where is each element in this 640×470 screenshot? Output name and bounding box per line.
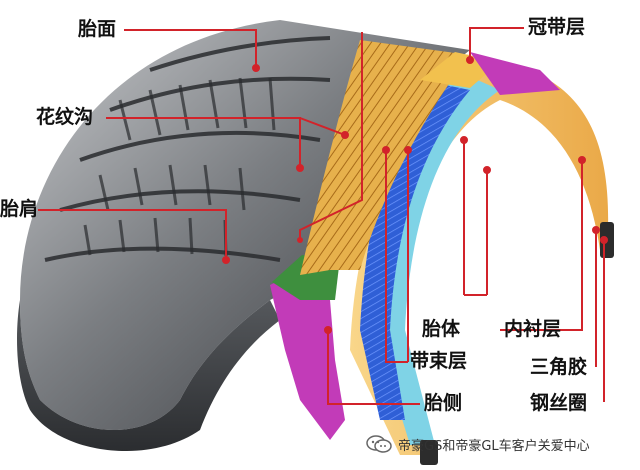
label-tread: 胎面: [78, 18, 117, 40]
label-sidewall: 胎侧: [424, 392, 463, 414]
leader-lines: [38, 27, 608, 405]
bead-bottom: [420, 440, 438, 465]
label-shoulder: 胎肩: [0, 198, 39, 220]
top-magenta-cap: [470, 52, 560, 95]
leader-belt: [385, 150, 400, 363]
label-bead-wire: 钢丝圈: [530, 392, 588, 414]
leader-cap-ply: [469, 27, 524, 60]
sidewall-section: [270, 270, 345, 440]
leader-shoulder: [38, 209, 227, 260]
label-cap-ply: 冠带层: [528, 16, 586, 38]
label-tread-groove: 花纹沟: [36, 106, 94, 128]
label-belt: 带束层: [410, 350, 468, 372]
leader-groove-2: [299, 117, 346, 136]
watermark-text: 帝豪GS和帝豪GL车客户关爱中心: [398, 438, 590, 454]
tread-pattern: [44, 36, 331, 262]
leader-tread-dot: [252, 64, 260, 72]
label-apex: 三角胶: [530, 356, 588, 378]
leader-inner-liner: [500, 160, 583, 331]
leader-tread: [124, 29, 257, 68]
wechat-icon: [366, 435, 392, 453]
label-carcass: 胎体: [422, 318, 461, 340]
leader-cap-ply-2: [299, 32, 363, 240]
label-inner-liner: 内衬层: [504, 318, 562, 340]
watermark: 帝豪GS和帝豪GL车客户关爱中心: [366, 432, 590, 456]
leader-sidewall: [327, 330, 420, 405]
